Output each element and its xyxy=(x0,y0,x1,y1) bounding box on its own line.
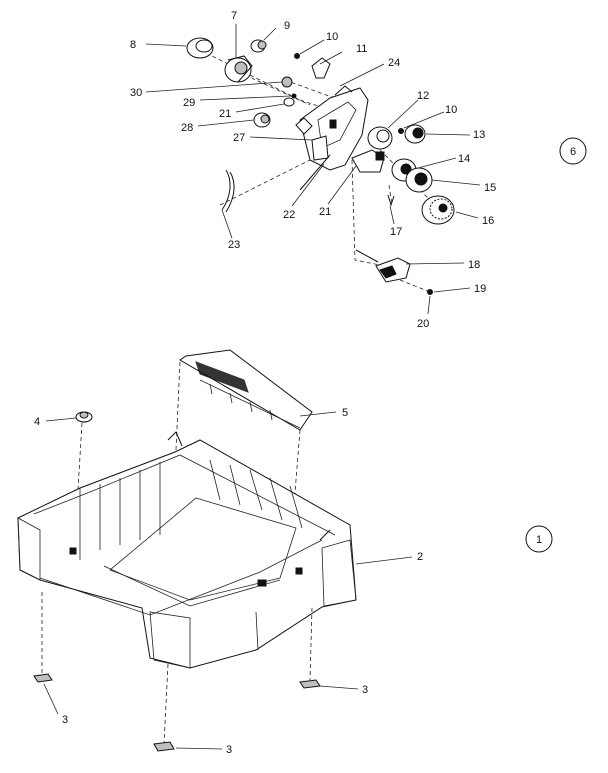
part-28-bushing xyxy=(253,112,271,128)
callout-14: 14 xyxy=(458,153,470,165)
callout-3-right: 3 xyxy=(362,684,368,696)
callout-23: 23 xyxy=(228,239,240,251)
part-15-gear xyxy=(405,167,433,193)
callout-10-right: 10 xyxy=(445,104,457,116)
callout-5: 5 xyxy=(342,407,348,419)
part-10-clip xyxy=(294,53,300,59)
callout-30: 30 xyxy=(130,87,142,99)
callout-24: 24 xyxy=(388,57,400,69)
callout-11: 11 xyxy=(356,43,367,55)
callout-21-top: 21 xyxy=(219,108,231,120)
callout-29: 29 xyxy=(183,97,195,109)
callout-21-bottom: 21 xyxy=(319,206,331,218)
part-18-solenoid xyxy=(355,249,411,283)
part-13-gear xyxy=(404,124,426,144)
callout-19: 19 xyxy=(474,283,486,295)
part-23-cable xyxy=(221,169,231,211)
part-12-pulley xyxy=(367,126,393,150)
callout-12: 12 xyxy=(417,90,429,102)
circled-ref-6-label: 6 xyxy=(570,146,576,158)
callout-18: 18 xyxy=(468,259,480,271)
callout-3-bottom: 3 xyxy=(226,744,232,756)
part-21b-shaft xyxy=(351,149,385,173)
callout-10-top: 10 xyxy=(326,31,338,43)
part-30-gear xyxy=(281,76,293,88)
callout-20: 20 xyxy=(417,318,429,330)
part-3-foot-front xyxy=(153,741,175,752)
callout-8: 8 xyxy=(130,39,136,51)
callout-4: 4 xyxy=(34,416,40,428)
callout-2: 2 xyxy=(417,551,423,563)
callout-15: 15 xyxy=(484,182,496,194)
part-29-pin xyxy=(291,93,297,99)
circled-ref-1: 1 xyxy=(525,525,553,553)
part-3-foot-left xyxy=(33,673,53,683)
part-4-roller xyxy=(75,411,93,423)
callout-22: 22 xyxy=(283,209,295,221)
callout-13: 13 xyxy=(473,129,485,141)
tray-assembly xyxy=(17,349,357,752)
callout-3-left: 3 xyxy=(62,714,68,726)
part-2-tray-body xyxy=(17,431,357,669)
circled-ref-6: 6 xyxy=(559,137,587,165)
part-16-gear xyxy=(421,195,455,225)
part-5-guide-plate xyxy=(179,349,313,431)
part-8-ring xyxy=(186,37,214,59)
callout-17: 17 xyxy=(390,226,402,238)
part-9-bushing xyxy=(250,39,267,53)
callout-7: 7 xyxy=(231,10,237,22)
callout-16: 16 xyxy=(482,215,494,227)
part-27-lever xyxy=(311,135,329,161)
part-11-bracket xyxy=(311,57,331,79)
part-19-screw xyxy=(427,289,433,295)
callout-labels: 8 7 9 10 11 24 30 29 21 28 27 12 10 13 1… xyxy=(34,10,496,756)
part-21-collar xyxy=(283,97,295,107)
callout-27: 27 xyxy=(233,132,245,144)
callout-28: 28 xyxy=(181,122,193,134)
leader-lines xyxy=(43,24,481,750)
part-22-link xyxy=(299,154,331,191)
part-10b-clip xyxy=(398,128,404,134)
part-3-foot-right xyxy=(299,679,321,689)
part-7-roller xyxy=(224,55,253,83)
circled-ref-1-label: 1 xyxy=(536,534,542,546)
part-17-spring xyxy=(387,194,395,207)
drive-assembly xyxy=(186,37,455,295)
callout-9: 9 xyxy=(284,20,290,32)
